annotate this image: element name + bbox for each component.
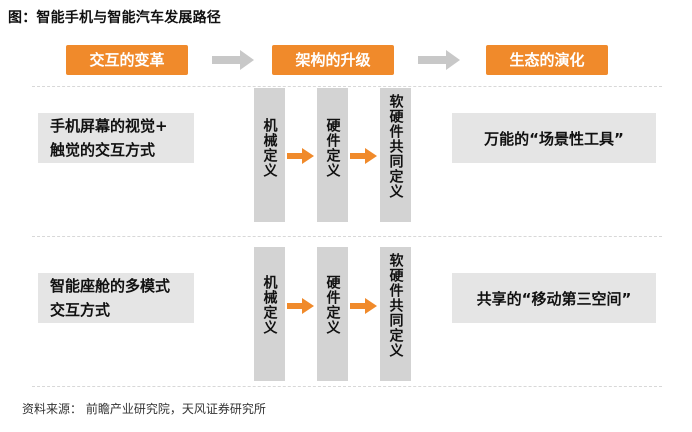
row1-right-label: 万能的“场景性工具” <box>484 129 624 148</box>
divider-bottom <box>32 386 662 387</box>
row1-stage-software-hardware: 软硬件共同定义 <box>380 88 411 222</box>
divider-top <box>32 86 662 87</box>
divider-middle <box>32 236 662 237</box>
row2-stage-mechanical-label: 机械定义 <box>261 275 278 335</box>
row1-stage-hardware: 硬件定义 <box>317 88 348 222</box>
row2-left-line2: 交互方式 <box>50 301 111 319</box>
gray-arrow-1 <box>212 50 254 70</box>
row2-stage-hardware-label: 硬件定义 <box>324 275 341 335</box>
row2-right-box: 共享的“移动第三空间” <box>452 273 656 323</box>
row2-orange-arrow-2 <box>350 298 377 314</box>
row1-stage-mechanical: 机械定义 <box>254 88 285 222</box>
row1-left-line2: 触觉的交互方式 <box>50 141 156 159</box>
gray-arrow-2 <box>418 50 460 70</box>
row1-stage-hardware-label: 硬件定义 <box>324 118 341 178</box>
row1-orange-arrow-2 <box>350 148 377 164</box>
figure-title: 图：智能手机与智能汽车发展路径 <box>8 10 221 26</box>
header-interaction: 交互的变革 <box>66 45 188 75</box>
row1-left-box: 手机屏幕的视觉+ 触觉的交互方式 <box>38 113 194 163</box>
header-ecosystem: 生态的演化 <box>486 45 608 75</box>
row2-stage-software-hardware: 软硬件共同定义 <box>380 247 411 381</box>
header-architecture: 架构的升级 <box>272 45 394 75</box>
row1-stage-software-hardware-label: 软硬件共同定义 <box>387 94 404 199</box>
row1-orange-arrow-1 <box>287 148 314 164</box>
row2-left-box: 智能座舱的多模式 交互方式 <box>38 273 194 323</box>
row2-stage-software-hardware-label: 软硬件共同定义 <box>387 253 404 358</box>
row1-left-line1: 手机屏幕的视觉+ <box>50 117 168 135</box>
row2-stage-mechanical: 机械定义 <box>254 247 285 381</box>
row2-stage-hardware: 硬件定义 <box>317 247 348 381</box>
row1-right-box: 万能的“场景性工具” <box>452 113 656 163</box>
row2-left-line1: 智能座舱的多模式 <box>50 277 171 295</box>
row1-stage-mechanical-label: 机械定义 <box>261 118 278 178</box>
row2-right-label: 共享的“移动第三空间” <box>476 289 632 308</box>
source-note: 资料来源： 前瞻产业研究院，天风证券研究所 <box>22 402 266 416</box>
row2-orange-arrow-1 <box>287 298 314 314</box>
